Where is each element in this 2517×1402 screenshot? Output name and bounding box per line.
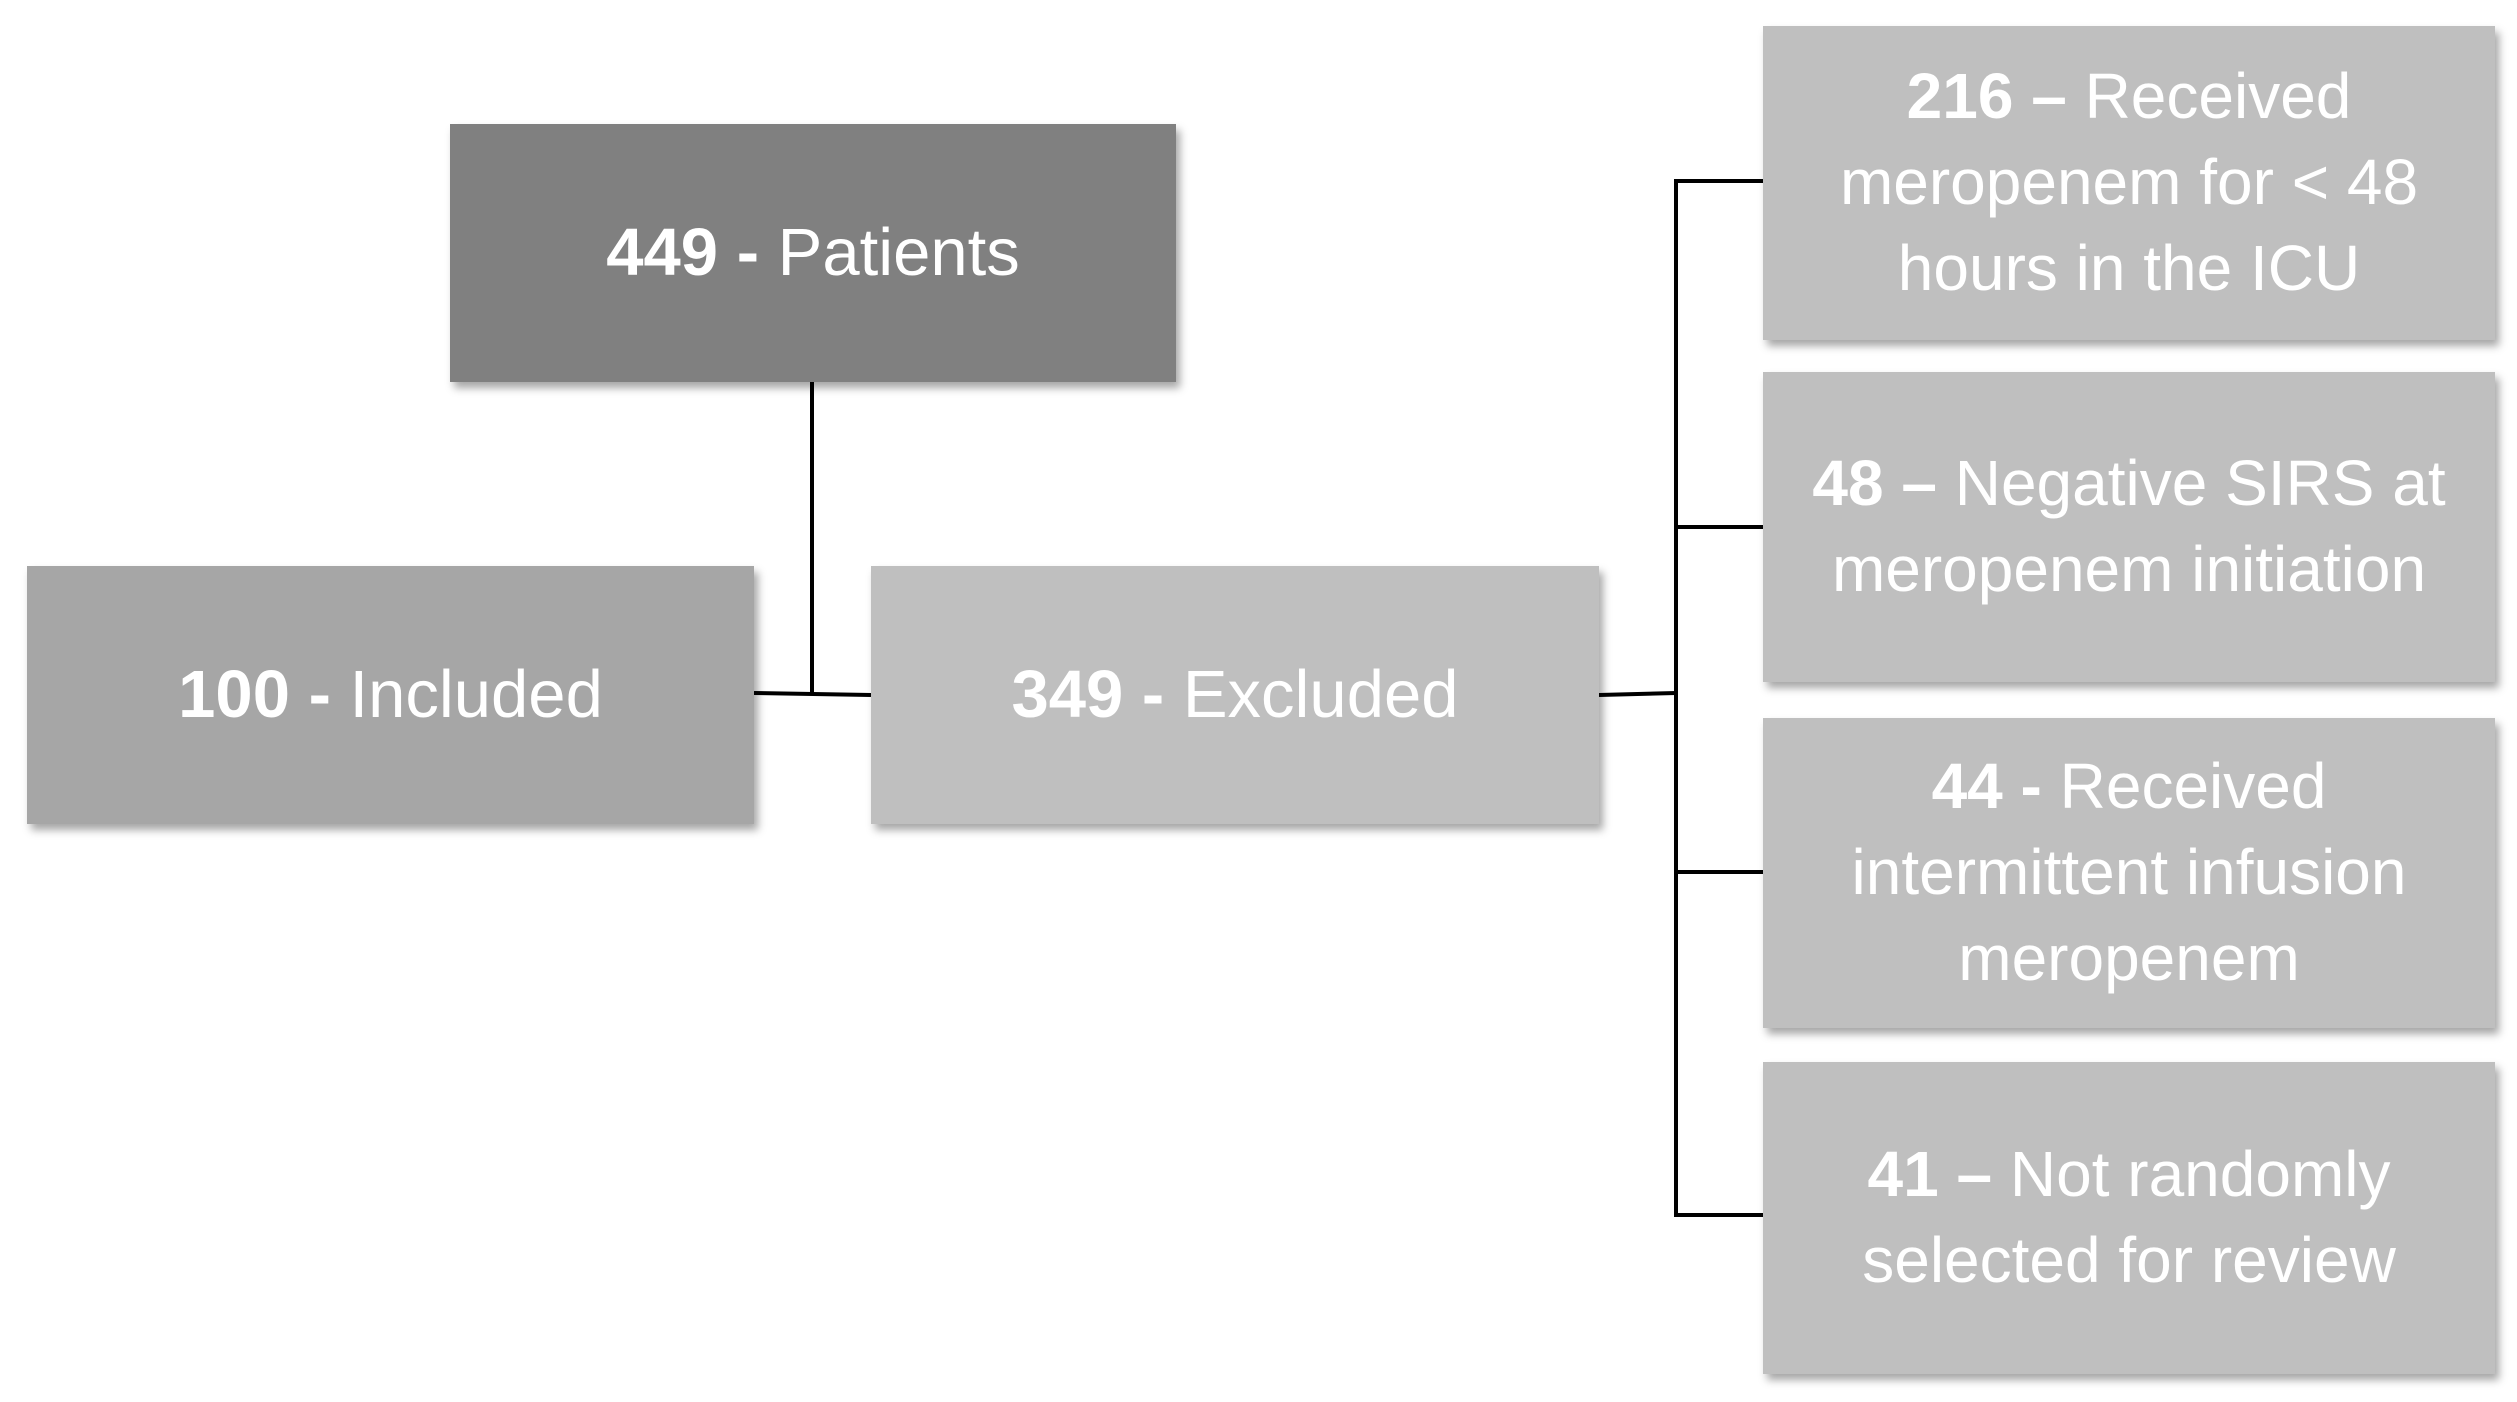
excluded-label: Excluded (1182, 657, 1459, 733)
patients-separator: - (718, 215, 778, 291)
connector-excluded-trunk (1598, 691, 1677, 697)
exclusion-reason-box: 41 – Not randomly selected for review (1763, 1062, 2495, 1374)
included-box: 100 - Included (27, 566, 754, 824)
exclusion-reason-separator: – (1883, 447, 1955, 520)
exclusion-reason-separator: – (1938, 1138, 2010, 1211)
exclusion-reason-count: 44 (1931, 750, 2003, 823)
exclusion-reason-label: Not randomly selected for review (1862, 1138, 2396, 1296)
exclusion-reason-count: 48 (1812, 447, 1884, 520)
exclusion-reason-box: 216 – Received meropenem for < 48 hours … (1763, 26, 2495, 340)
excluded-separator: - (1123, 657, 1183, 733)
included-label: Included (349, 657, 603, 733)
connector-included-excluded (753, 691, 872, 697)
included-count: 100 (178, 657, 290, 733)
patients-label: Patients (777, 215, 1020, 291)
exclusion-reason-box: 48 – Negative SIRS at meropenem initiati… (1763, 372, 2495, 682)
exclusion-reason-separator: - (2002, 750, 2060, 823)
included-separator: - (289, 657, 350, 733)
exclusion-reason-count: 41 (1867, 1138, 1939, 1211)
exclusion-reason-label: Negative SIRS at meropenem initiation (1831, 447, 2446, 605)
exclusion-reason-separator: – (2013, 60, 2085, 133)
exclusion-reason-box: 44 - Received intermittent infusion mero… (1763, 718, 2495, 1028)
patients-count: 449 (606, 215, 719, 291)
exclusion-reason-label: Received intermittent infusion meropenem (1851, 750, 2407, 994)
exclusion-reason-label: Received meropenem for < 48 hours in the… (1839, 60, 2419, 304)
exclusion-reason-count: 216 (1906, 60, 2014, 133)
excluded-box: 349 - Excluded (871, 566, 1599, 824)
patients-box: 449 - Patients (450, 124, 1176, 382)
excluded-count: 349 (1011, 657, 1124, 733)
